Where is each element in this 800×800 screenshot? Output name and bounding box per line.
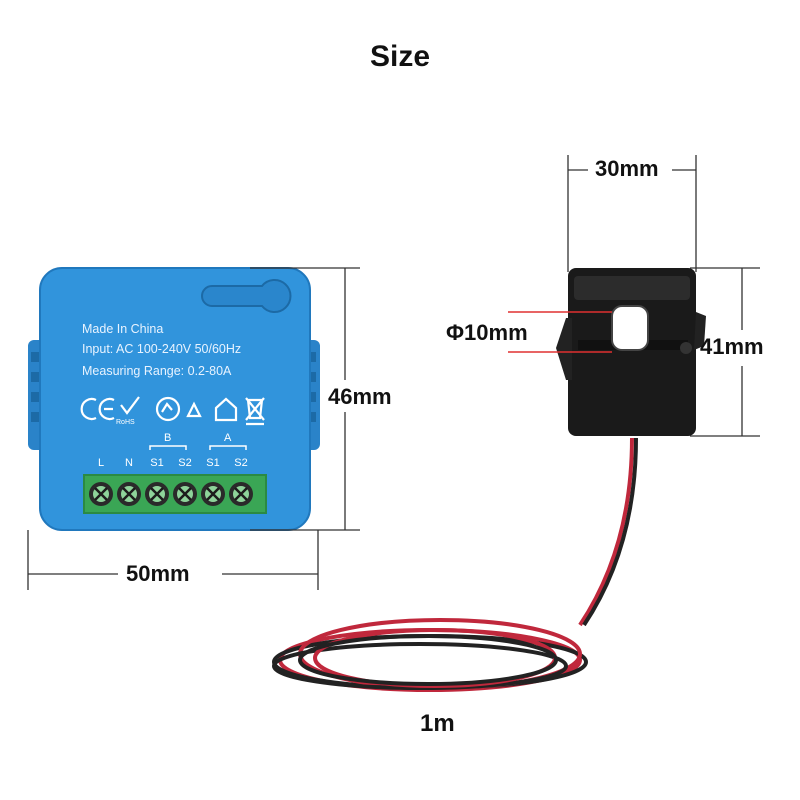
terminal-label-a-s2: S2 xyxy=(234,457,248,469)
cable-coil xyxy=(272,437,638,692)
rohs-icon xyxy=(120,396,140,415)
hole-dimension-lines xyxy=(508,311,612,353)
measuring-range-text: Measuring Range: 0.2-80A xyxy=(82,364,232,378)
module-body xyxy=(40,268,310,530)
weee-bin-icon xyxy=(245,397,265,426)
svg-text:RoHS: RoHS xyxy=(116,419,135,426)
clamp-body xyxy=(568,268,696,436)
clamp-height-label: 41mm xyxy=(700,334,764,359)
recycle-icon xyxy=(155,396,181,422)
module-dimension-lines xyxy=(27,267,360,590)
module-height-label: 46mm xyxy=(324,384,396,410)
terminal-label-l: L xyxy=(97,457,105,469)
power-meter-module: RoHS xyxy=(28,267,320,531)
made-in-text: Made In China xyxy=(82,322,164,336)
clamp-dimension-lines xyxy=(567,155,760,437)
cable-length-label: 1m xyxy=(420,710,455,737)
module-width-label: 50mm xyxy=(120,561,196,587)
terminal-label-b-s1: S1 xyxy=(150,457,164,469)
clamp-latch[interactable] xyxy=(556,318,572,380)
terminal-label-b-s2: S2 xyxy=(178,457,192,469)
recycling-icon xyxy=(186,401,202,418)
clamp-hole xyxy=(611,305,649,351)
clamp-width-label: 30mm xyxy=(591,156,663,182)
clamp-hole-diameter-label: Φ10mm xyxy=(446,320,528,345)
terminal-screws xyxy=(89,482,253,506)
reset-button[interactable] xyxy=(201,279,292,313)
terminal-group-a: A xyxy=(224,432,232,444)
input-spec-text: Input: AC 100-240V 50/60Hz xyxy=(82,342,242,356)
ce-mark-icon xyxy=(80,397,97,421)
terminal-label-a-s1: S1 xyxy=(206,457,220,469)
home-icon xyxy=(214,397,238,422)
page-title: Size xyxy=(369,40,431,73)
terminal-group-b: B xyxy=(164,432,172,444)
terminal-label-n: N xyxy=(125,457,133,469)
current-transformer-clamp xyxy=(272,268,706,692)
